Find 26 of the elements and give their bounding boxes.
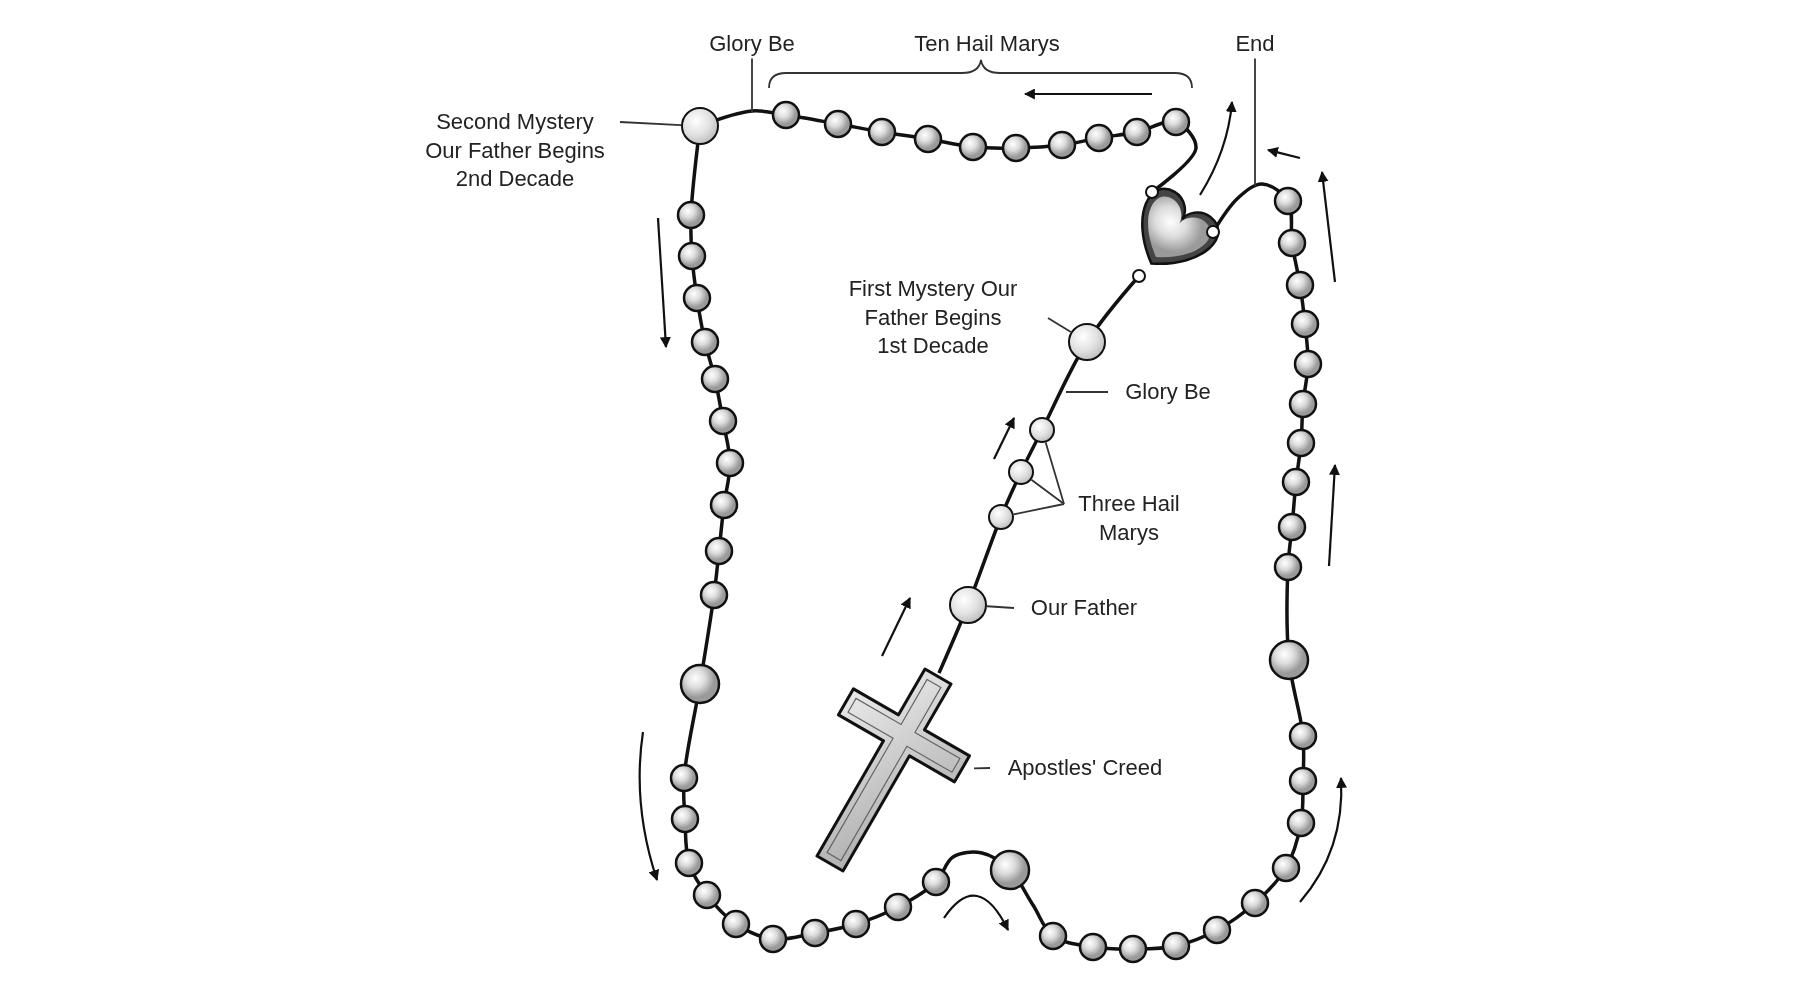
leader-line <box>1254 57 1256 187</box>
leader-line <box>1047 317 1072 333</box>
bead <box>988 504 1014 530</box>
bead <box>949 586 987 624</box>
callout-label: End <box>1234 30 1276 58</box>
callout-label: Glory Be <box>1124 378 1212 406</box>
leader-line <box>973 767 991 770</box>
callout-label: First Mystery Our Father Begins 1st Decade <box>847 275 1019 361</box>
leader-line <box>1044 441 1065 505</box>
bead <box>1068 323 1106 361</box>
bead <box>1008 459 1034 485</box>
bead <box>1029 417 1055 443</box>
leader-line <box>986 605 1015 609</box>
bead <box>681 107 719 145</box>
leader-line <box>1030 478 1065 505</box>
leader-line <box>751 57 753 113</box>
bracket-label: Ten Hail Marys <box>913 30 1061 58</box>
callout-label: Glory Be <box>708 30 796 58</box>
leader-line <box>1065 391 1109 393</box>
callout-label: Apostles' Creed <box>1006 754 1164 782</box>
leader-line <box>619 121 682 126</box>
callout-label: Second Mystery Our Father Begins 2nd Decade <box>424 108 606 194</box>
callout-label: Our Father <box>1029 594 1139 622</box>
cross-drawing <box>814 666 974 874</box>
leader-line <box>1012 503 1065 516</box>
callout-label: Three Hail Marys <box>1077 490 1181 547</box>
